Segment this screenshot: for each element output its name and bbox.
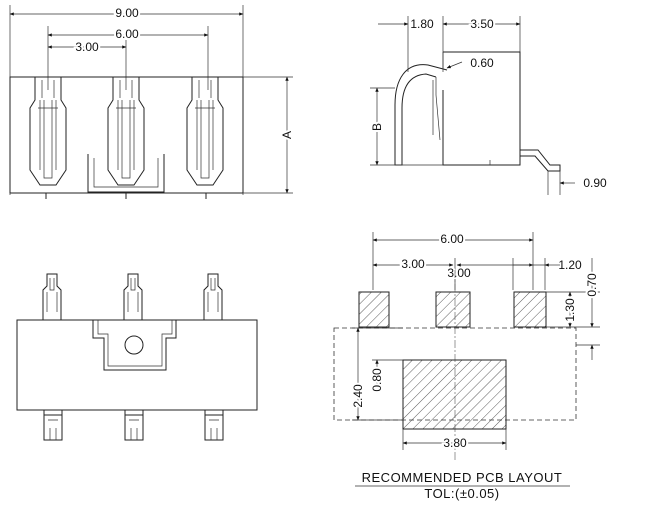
bottom-pin-top-2 — [123, 273, 143, 320]
pcb-dim-pitch-right: 3.00 — [447, 266, 471, 280]
pcb-pad-2 — [435, 291, 471, 328]
pcb-dim-body-height: 2.40 — [351, 384, 365, 408]
dim-pitch: 3.00 — [75, 40, 99, 54]
dim-height-a: A — [280, 131, 294, 139]
pcb-pad-3 — [513, 291, 547, 328]
bottom-pin-bottom-1 — [43, 410, 63, 441]
contact-3 — [186, 77, 224, 186]
pcb-dim-center-pad-height: 0.80 — [370, 368, 384, 392]
pcb-layout: 6.00 3.00 3.00 1.20 1.30 0.70 2 — [333, 230, 601, 501]
pcb-dim-pad-offset: 0.70 — [585, 273, 599, 297]
dim-outer-pitch: 6.00 — [115, 27, 139, 41]
bottom-pin-top-3 — [203, 273, 223, 320]
pcb-layout-title: RECOMMENDED PCB LAYOUT — [362, 470, 563, 485]
pcb-layout-tolerance: TOL:(±0.05) — [424, 486, 499, 501]
dim-side-right: 3.50 — [470, 17, 494, 31]
contact-1 — [29, 77, 67, 186]
bottom-pin-bottom-3 — [204, 410, 224, 441]
pcb-dim-pad-height: 1.30 — [563, 298, 577, 322]
pcb-dim-center-pad-width: 3.80 — [443, 436, 467, 450]
dim-side-left: 1.80 — [410, 17, 434, 31]
pcb-center-pad — [402, 359, 507, 430]
bottom-pin-top-1 — [42, 273, 62, 320]
dim-side-thickness: 0.60 — [470, 56, 494, 70]
front-view: 9.00 6.00 3.00 — [9, 4, 296, 199]
side-view: 1.80 3.50 0.60 0.90 B — [368, 15, 607, 195]
pcb-pad-1 — [358, 291, 390, 328]
contact-2 — [107, 77, 145, 186]
bottom-view — [16, 273, 258, 441]
dim-side-tail: 0.90 — [583, 176, 607, 190]
pcb-dim-pad-width: 1.20 — [558, 258, 582, 272]
pcb-dim-outer-pitch: 6.00 — [440, 232, 464, 246]
pcb-dim-pitch-left: 3.00 — [401, 257, 425, 271]
dim-height-b: B — [370, 123, 384, 131]
bottom-pin-bottom-2 — [124, 410, 144, 441]
dim-overall-width: 9.00 — [115, 6, 139, 20]
